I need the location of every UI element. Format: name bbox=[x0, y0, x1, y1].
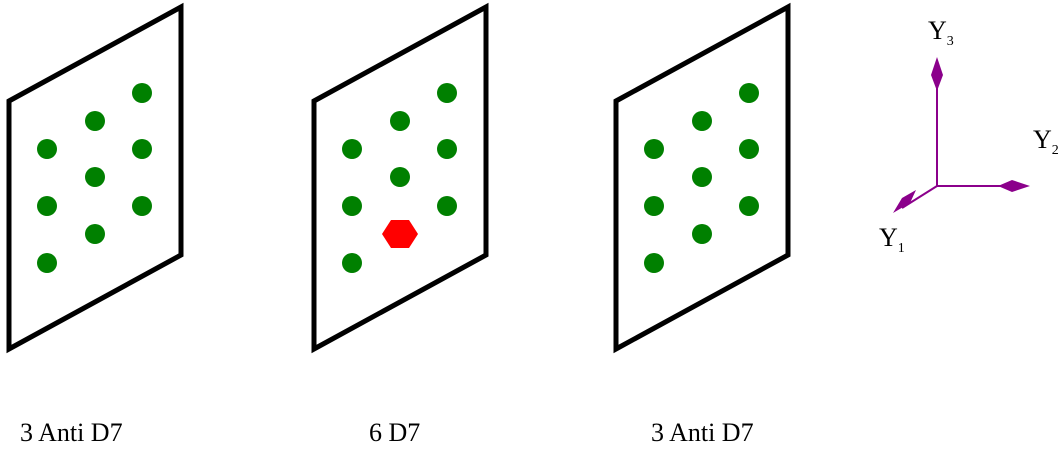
y2-arrowhead-icon bbox=[998, 180, 1030, 192]
panel-1-dot bbox=[37, 253, 57, 273]
y3-label: Y3 bbox=[928, 18, 954, 49]
panel-3-frame bbox=[613, 2, 791, 354]
panel-1-dot bbox=[85, 224, 105, 244]
panel-3-dot bbox=[644, 196, 664, 216]
panel-3-dot bbox=[739, 139, 759, 159]
panel-1-dot bbox=[132, 196, 152, 216]
panels bbox=[6, 2, 791, 354]
panel-1-dot bbox=[132, 83, 152, 103]
y3-subscript: 3 bbox=[946, 34, 954, 49]
panel-2-dot bbox=[390, 111, 410, 131]
panel-3-dot bbox=[644, 139, 664, 159]
axes-triad bbox=[893, 57, 1030, 213]
panel-2-dot bbox=[390, 167, 410, 187]
panel-2-dot bbox=[342, 139, 362, 159]
y3-arrowhead-icon bbox=[931, 57, 943, 91]
y3-letter: Y bbox=[928, 16, 947, 45]
panel-2-dot bbox=[342, 196, 362, 216]
panel-3-dot bbox=[739, 196, 759, 216]
panel-2-hexagon-icon bbox=[382, 220, 418, 248]
y1-letter: Y bbox=[879, 223, 898, 252]
panel-2-dot bbox=[437, 139, 457, 159]
panel-1-caption: 3 Anti D7 bbox=[20, 418, 123, 447]
panel-1-frame bbox=[6, 2, 184, 354]
panel-3-dot bbox=[692, 111, 712, 131]
panel-2-frame bbox=[311, 2, 489, 354]
y2-label: Y2 bbox=[1033, 127, 1059, 158]
panel-3-dot bbox=[644, 253, 664, 273]
panel-3-dot bbox=[692, 167, 712, 187]
y1-subscript: 1 bbox=[897, 241, 905, 256]
panel-1-dot bbox=[132, 139, 152, 159]
y1-axis-line bbox=[901, 185, 938, 209]
y1-arrowhead-icon bbox=[893, 190, 916, 213]
y1-label: Y1 bbox=[879, 225, 905, 256]
y2-subscript: 2 bbox=[1051, 143, 1059, 158]
panel-2-caption: 6 D7 bbox=[369, 418, 421, 447]
panel-1-dot bbox=[85, 111, 105, 131]
panel-2-dot bbox=[437, 83, 457, 103]
panel-3-dot bbox=[739, 83, 759, 103]
panel-1-dot bbox=[37, 196, 57, 216]
panel-1-dot bbox=[37, 139, 57, 159]
panel-3-dot bbox=[692, 224, 712, 244]
panel-1-dot bbox=[85, 167, 105, 187]
panel-3-caption: 3 Anti D7 bbox=[651, 418, 754, 447]
y2-letter: Y bbox=[1033, 125, 1052, 154]
panel-2-dot bbox=[437, 196, 457, 216]
panel-2-dot bbox=[342, 253, 362, 273]
